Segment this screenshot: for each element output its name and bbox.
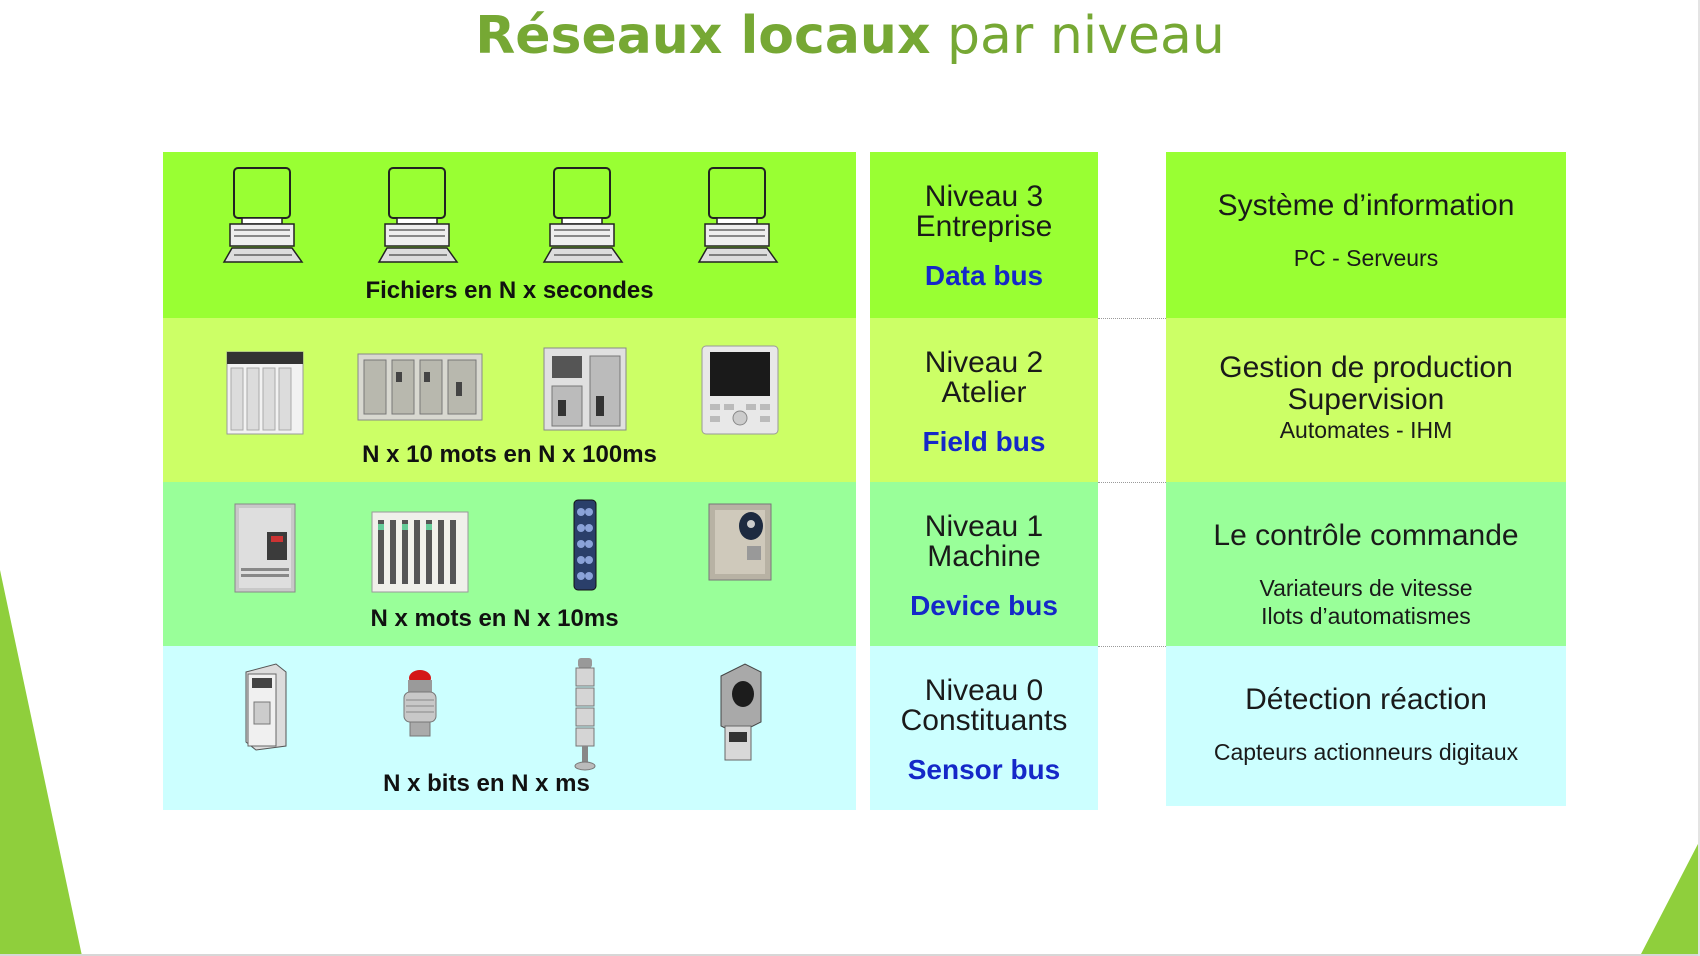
info-title: Le contrôle commande [1213,519,1519,552]
device-band-level-2: N x 10 mots en N x 100ms [163,318,856,482]
pc-icon [220,166,310,271]
level-cell-3: Niveau 3 Entreprise Data bus [870,152,1098,318]
info-cell-3: Système d’information PC - Serveurs [1166,152,1566,318]
level-area: Entreprise [915,210,1053,243]
signal-tower-icon [568,656,602,777]
device-band-level-1: N x mots en N x 10ms [163,482,856,646]
info-subtitle-line: Variateurs de vitesse [1259,575,1473,601]
drive-small-icon [707,502,773,587]
plc-compact-icon [542,346,628,437]
device-band-level-3: Fichiers en N x secondes [163,152,856,318]
level-cell-2: Niveau 2 Atelier Field bus [870,318,1098,482]
level-bus: Data bus [924,260,1044,291]
info-title: Détection réaction [1245,683,1487,716]
level-bus: Device bus [910,590,1058,621]
sensor-box-icon [240,662,290,757]
level-area: Atelier [941,376,1027,409]
device-row [163,482,856,602]
info-subtitle-line: Automates - IHM [1279,417,1453,443]
device-row [163,152,856,272]
pc-icon [375,166,465,271]
band-caption: Fichiers en N x secondes [365,277,654,304]
io-module-icon [570,498,600,597]
level-area: Constituants [900,704,1068,737]
level-bus: Sensor bus [907,754,1061,785]
info-cell-1: Le contrôle commande Variateurs de vites… [1166,482,1566,646]
info-subtitle-line: Ilots d’automatismes [1261,603,1471,629]
proximity-sensor-icon [715,662,765,771]
band-caption: N x 10 mots en N x 100ms [362,441,657,468]
pc-icon [695,166,785,271]
dotted-separator [1098,646,1166,647]
info-subtitle-line: PC - Serveurs [1293,245,1439,271]
level-cell-0: Niveau 0 Constituants Sensor bus [870,646,1098,810]
info-cell-0: Détection réaction Capteurs actionneurs … [1166,646,1566,806]
pc-icon [540,166,630,271]
push-button-icon [396,666,444,745]
level-number: Niveau 0 [924,674,1044,707]
level-area: Machine [927,540,1041,573]
info-title: Gestion de production [1219,351,1513,384]
level-number: Niveau 3 [924,180,1044,213]
hmi-panel-icon [700,344,780,441]
drive-icon [233,502,297,599]
plc-modular-icon [356,352,484,427]
level-bus: Field bus [922,426,1046,457]
dotted-separator [1098,482,1166,483]
plc-rack-icon [225,350,305,441]
info-subtitle-line: Capteurs actionneurs digitaux [1213,739,1519,765]
info-subtitle: Capteurs actionneurs digitaux [1166,738,1566,766]
band-caption: N x mots en N x 10ms [370,605,619,632]
page-title: Réseaux locaux par niveau [475,6,1225,66]
dotted-separator [1098,318,1166,319]
level-cell-1: Niveau 1 Machine Device bus [870,482,1098,646]
device-band-level-0: N x bits en N x ms [163,646,856,810]
level-number: Niveau 2 [924,346,1044,379]
info-subtitle: PC - Serveurs [1166,244,1566,272]
level-number: Niveau 1 [924,510,1044,543]
info-title-line2: Supervision [1287,383,1445,416]
band-caption: N x bits en N x ms [383,770,590,797]
slide-bottom-border [0,954,1700,956]
device-row [163,646,856,771]
io-island-icon [370,510,470,599]
info-subtitle: Automates - IHM [1166,416,1566,444]
slide-right-border [1698,0,1700,956]
info-title: Système d’information [1217,189,1515,222]
device-row [163,318,856,438]
